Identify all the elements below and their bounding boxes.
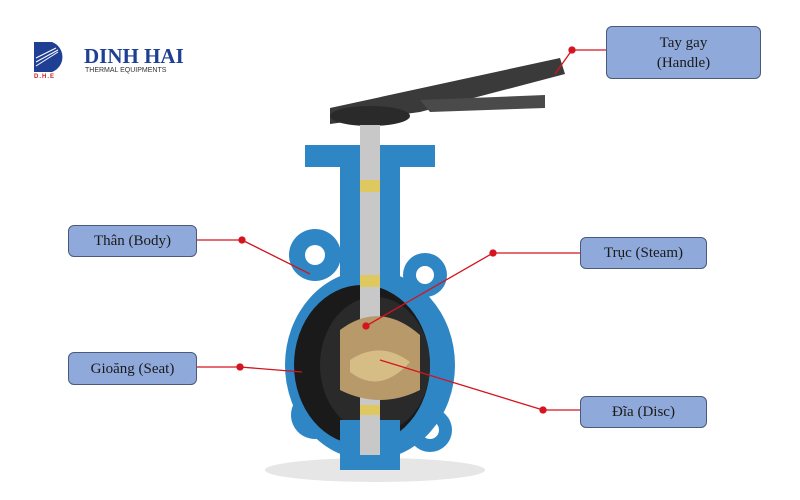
- label-stem: Trục (Steam): [580, 237, 707, 269]
- disc-icon: [340, 316, 420, 400]
- stem-icon: [360, 125, 380, 455]
- label-handle: Tay gay (Handle): [606, 26, 761, 79]
- label-body: Thân (Body): [68, 225, 197, 257]
- label-seat: Gioăng (Seat): [68, 352, 197, 385]
- handle-icon: [330, 58, 565, 126]
- logo-mark-icon: [34, 42, 63, 72]
- logo-tagline: THERMAL EQUIPMENTS: [85, 67, 167, 74]
- label-handle-en: (Handle): [656, 54, 711, 71]
- logo-name: DINH HAI: [84, 44, 184, 68]
- leader-lines: [196, 46, 606, 414]
- label-handle-vi: Tay gay: [659, 34, 708, 51]
- label-disc: Đĩa (Disc): [580, 396, 707, 428]
- logo-mark: D.H.E: [34, 74, 56, 80]
